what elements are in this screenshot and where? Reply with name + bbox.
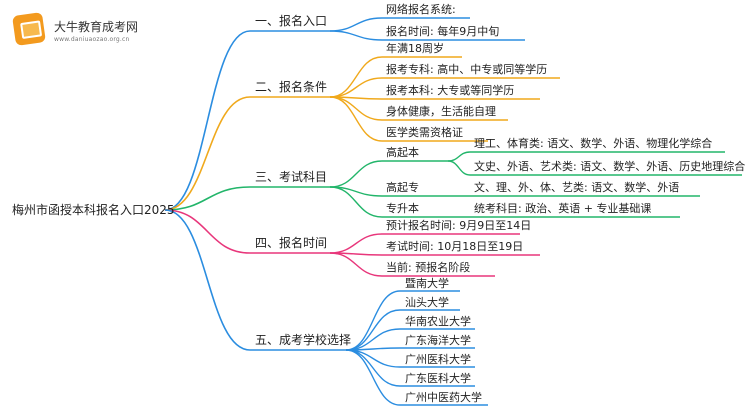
edge-b2-l5: [329, 96, 383, 142]
edge-root-b4: [164, 209, 251, 254]
edge-b5-l3: [345, 328, 401, 351]
leaf-gqb-1: 理工、体育类: 语文、数学、外语、物理化学综合: [474, 137, 713, 150]
root-topic: 梅州市函授本科报名入口2025: [12, 203, 175, 217]
branch-conditions: 二、报名条件: [255, 80, 328, 94]
leaf-school-5: 广州医科大学: [405, 353, 471, 366]
leaf-school-3: 华南农业大学: [405, 315, 471, 328]
edge-root-b1: [164, 30, 251, 211]
edge-g1-l1: [447, 151, 471, 162]
edge-b4-l3: [329, 252, 383, 277]
edge-b2-l1: [329, 56, 383, 98]
leaf-cond-4: 身体健康，生活能自理: [386, 105, 496, 118]
sub-zhuanshengben: 专升本: [386, 202, 419, 215]
edge-b5-l7: [345, 349, 401, 406]
edge-b1-l2: [329, 30, 383, 41]
edge-root-b5: [164, 209, 251, 351]
leaf-cond-2: 报考专科: 高中、中专或同等学历: [386, 63, 548, 76]
brand-url: www.daniuaozao.org.cn: [54, 36, 130, 43]
edge-root-b3: [164, 186, 251, 211]
leaf-time-1: 预计报名时间: 9月9日至14日: [386, 219, 532, 232]
edge-b3-g1: [329, 160, 383, 188]
edge-b4-l1: [329, 233, 383, 254]
leaf-cond-1: 年满18周岁: [386, 42, 444, 55]
branch-subjects: 三、考试科目: [255, 170, 328, 184]
branch-entry: 一、报名入口: [255, 14, 328, 28]
edge-b2-l2: [329, 77, 383, 98]
edge-b5-l1: [345, 290, 401, 351]
leaf-school-1: 暨南大学: [405, 277, 449, 290]
branch-schools: 五、成考学校选择: [255, 333, 352, 347]
leaf-entry-2: 报名时间: 每年9月中旬: [386, 25, 500, 38]
leaf-zsb-1: 统考科目: 政治、英语 + 专业基础课: [474, 202, 652, 215]
leaf-school-2: 汕头大学: [405, 296, 449, 309]
leaf-time-3: 当前: 预报名阶段: [386, 261, 471, 274]
edge-b5-l6: [345, 349, 401, 387]
edge-b1-l1: [329, 17, 383, 32]
brand-name: 大牛教育成考网: [54, 20, 139, 34]
sub-gaoqiben: 高起本: [386, 146, 419, 159]
brand-logo: 大牛教育成考网 www.daniuaozao.org.cn: [12, 12, 194, 54]
leaf-school-7: 广州中医药大学: [405, 391, 482, 404]
sub-gaoqizhuan: 高起专: [386, 181, 419, 194]
edge-root-b2: [164, 96, 251, 211]
leaf-cond-5: 医学类需资格证: [386, 126, 463, 139]
leaf-school-6: 广东医科大学: [405, 372, 471, 385]
leaf-gqz-1: 文、理、外、体、艺类: 语文、数学、外语: [474, 181, 680, 194]
edge-g1-l2: [447, 160, 471, 176]
edge-b2-l4: [329, 96, 383, 121]
leaf-cond-3: 报考本科: 大专或等同学历: [386, 84, 515, 97]
branch-time: 四、报名时间: [255, 236, 328, 250]
leaf-gqb-2: 文史、外语、艺术类: 语文、数学、外语、历史地理综合: [474, 160, 746, 173]
leaf-entry-1: 网络报名系统:: [386, 3, 456, 16]
leaf-time-2: 考试时间: 10月18日至19日: [386, 240, 524, 253]
leaf-school-4: 广东海洋大学: [405, 334, 471, 347]
edge-b3-g3: [329, 186, 383, 218]
